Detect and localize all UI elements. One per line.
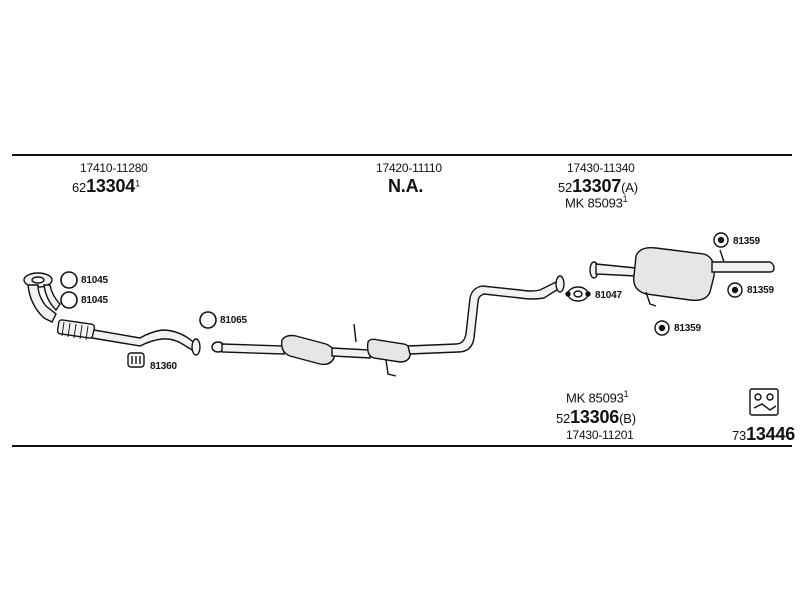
center-pipe-riser xyxy=(407,281,561,355)
rear-muffler-mk-code-b: MK 850931 xyxy=(566,389,629,406)
rubber-mount-icon xyxy=(654,232,743,336)
part-label-81047: 81047 xyxy=(595,290,622,301)
part-label-81359: 81359 xyxy=(674,323,701,334)
front-pipe-flange-hole xyxy=(31,276,45,284)
rear-muffler-body xyxy=(633,246,715,302)
mk-superscript: 1 xyxy=(623,389,629,399)
center-pipe xyxy=(211,275,565,377)
code-superscript: 1 xyxy=(135,178,140,189)
code-prefix: 52 xyxy=(558,180,573,195)
center-pipe-tube xyxy=(221,343,285,355)
code-core: 13306 xyxy=(570,407,620,427)
front-pipe-part-number: 17410-11280 xyxy=(80,161,148,175)
hanger-bracket xyxy=(385,359,397,377)
rear-muffler-catalog-code-b: 5213306(B) xyxy=(556,408,636,426)
front-pipe-branch xyxy=(27,284,57,323)
part-label-81359: 81359 xyxy=(747,285,774,296)
mk-text: MK 85093 xyxy=(565,195,623,211)
rear-pipe-tube xyxy=(595,263,637,277)
code-prefix: 62 xyxy=(72,180,87,195)
front-pipe-end-flange xyxy=(191,338,201,356)
ring-gasket-icon xyxy=(60,271,217,329)
rear-muffler-catalog-code-a: 5213307(A) xyxy=(558,177,638,195)
code-prefix: 73 xyxy=(732,428,747,443)
hanger-bracket xyxy=(645,291,657,307)
part-label-81045: 81045 xyxy=(81,295,108,306)
part-label-81065: 81065 xyxy=(220,315,247,326)
center-pipe-tube xyxy=(331,347,371,359)
center-pipe-rear-flange xyxy=(555,275,565,293)
hanger-bracket xyxy=(719,249,725,263)
part-label-81360: 81360 xyxy=(150,361,177,372)
center-pipe-availability: N.A. xyxy=(388,176,424,196)
pre-muffler xyxy=(280,334,336,366)
code-prefix: 52 xyxy=(556,411,571,426)
part-label-81359: 81359 xyxy=(733,236,760,247)
rear-muffler-assembly xyxy=(589,246,775,307)
mk-text: MK 85093 xyxy=(566,390,624,406)
rear-muffler-mk-code: MK 850931 xyxy=(565,194,628,211)
code-core: 13304 xyxy=(86,176,136,196)
tail-pipe xyxy=(711,261,775,273)
code-core: 13307 xyxy=(572,176,622,196)
mounting-kit-icon xyxy=(749,388,779,416)
rear-muffler-part-number-b: 17430-11201 xyxy=(566,428,634,442)
resonator xyxy=(366,338,412,363)
code-suffix: (A) xyxy=(621,180,638,195)
mounting-kit-code: 7313446 xyxy=(732,425,795,443)
front-pipe xyxy=(23,272,201,356)
center-pipe-part-number: 17420-11110 xyxy=(376,161,442,175)
hanger-bracket xyxy=(353,323,357,343)
front-pipe-tube xyxy=(91,329,197,351)
front-pipe-catalog-code: 62133041 xyxy=(72,177,140,195)
part-label-81045: 81045 xyxy=(81,275,108,286)
rubber-hanger-icon xyxy=(127,352,145,368)
front-pipe-branch xyxy=(43,284,61,312)
flange-gasket-icon xyxy=(565,286,591,302)
code-core: 13446 xyxy=(746,424,796,444)
code-suffix: (B) xyxy=(619,411,636,426)
rear-muffler-part-number: 17430-11340 xyxy=(567,161,635,175)
mk-superscript: 1 xyxy=(622,194,628,204)
